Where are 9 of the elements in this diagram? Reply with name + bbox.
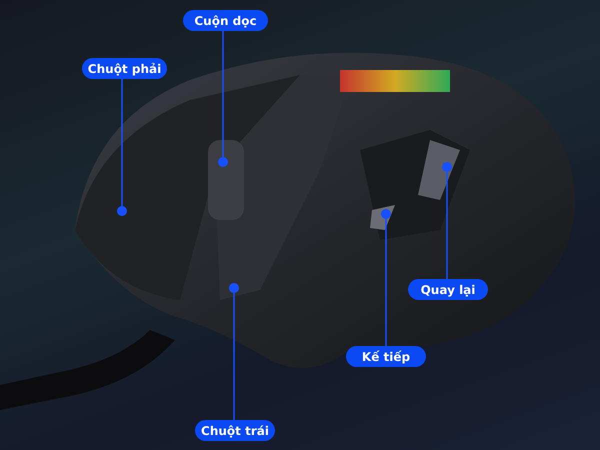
leader-line <box>121 79 123 206</box>
leader-line <box>233 293 235 420</box>
callout-label: Quay lại <box>408 279 488 300</box>
callout-label: Cuộn dọc <box>183 10 268 31</box>
callout-label: Chuột phải <box>82 58 167 79</box>
leader-line <box>222 31 224 157</box>
leader-line <box>385 219 387 346</box>
callout-label: Chuột trái <box>195 420 275 441</box>
callout-label: Kế tiếp <box>346 346 426 367</box>
